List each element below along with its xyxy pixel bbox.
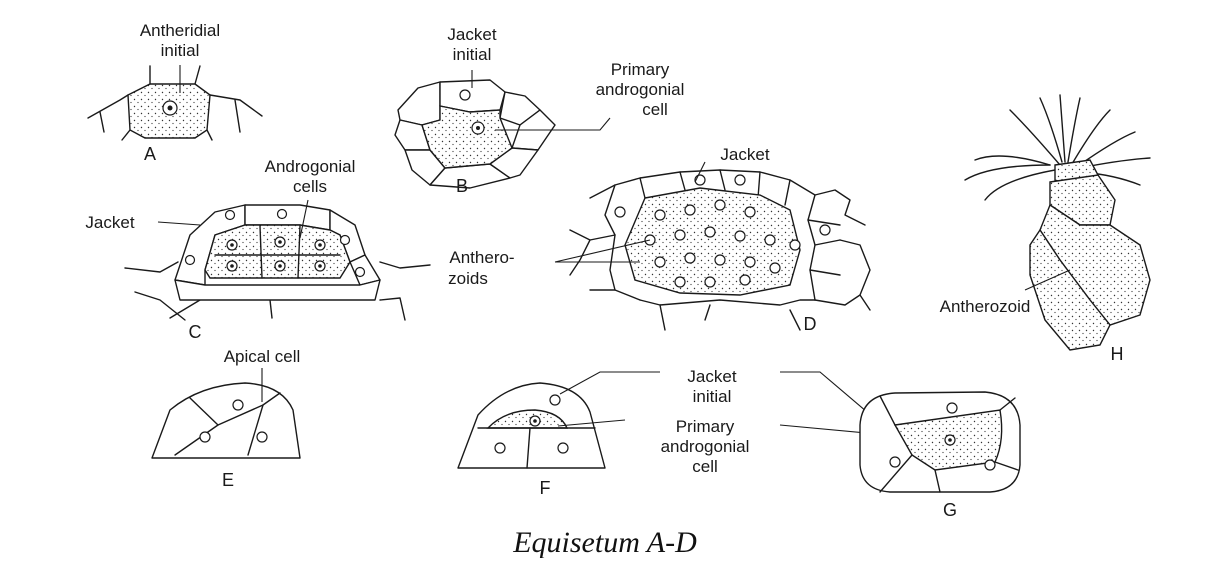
label-c-cells: cells bbox=[293, 177, 327, 196]
figure-letter-d: D bbox=[804, 314, 817, 334]
figure-letter-a: A bbox=[144, 144, 156, 164]
figure-c: Jacket Androgonial cells C bbox=[85, 157, 430, 342]
figure-a: Antheridial initial A bbox=[88, 21, 262, 164]
figure-letter-e: E bbox=[222, 470, 234, 490]
figure-letter-f: F bbox=[540, 478, 551, 498]
label-fg-jacket: Jacket bbox=[687, 367, 736, 386]
label-d-jacket: Jacket bbox=[720, 145, 769, 164]
label-b-androgonial: androgonial bbox=[596, 80, 685, 99]
figure-letter-b: B bbox=[456, 176, 468, 196]
figure-letter-h: H bbox=[1111, 344, 1124, 364]
label-b-jacket: Jacket bbox=[447, 25, 496, 44]
label-h-antherozoid: Antherozoid bbox=[940, 297, 1031, 316]
label-c-androgonial: Androgonial bbox=[265, 157, 356, 176]
label-initial: initial bbox=[161, 41, 200, 60]
figure-caption: Equisetum A-D bbox=[512, 526, 697, 558]
figure-letter-c: C bbox=[189, 322, 202, 342]
label-b-cell: cell bbox=[642, 100, 668, 119]
figure-letter-g: G bbox=[943, 500, 957, 520]
label-b-initial: initial bbox=[453, 45, 492, 64]
figure-e: Apical cell E bbox=[152, 347, 300, 490]
label-b-primary: Primary bbox=[611, 60, 670, 79]
figure-g: G bbox=[860, 392, 1020, 520]
label-d-zoids: zoids bbox=[448, 269, 488, 288]
label-fg-androgonial: androgonial bbox=[661, 437, 750, 456]
label-d-anthero: Anthero- bbox=[449, 248, 514, 267]
figure-b: Jacket initial Primary androgonial cell … bbox=[395, 25, 684, 196]
label-fg-cell: cell bbox=[692, 457, 718, 476]
label-e-apical-cell: Apical cell bbox=[224, 347, 301, 366]
figure-h: Antherozoid H bbox=[940, 95, 1150, 364]
label-fg-primary: Primary bbox=[676, 417, 735, 436]
label-fg-initial: initial bbox=[693, 387, 732, 406]
label-antheridial: Antheridial bbox=[140, 21, 220, 40]
figure-f: F bbox=[458, 383, 605, 498]
label-c-jacket: Jacket bbox=[85, 213, 134, 232]
